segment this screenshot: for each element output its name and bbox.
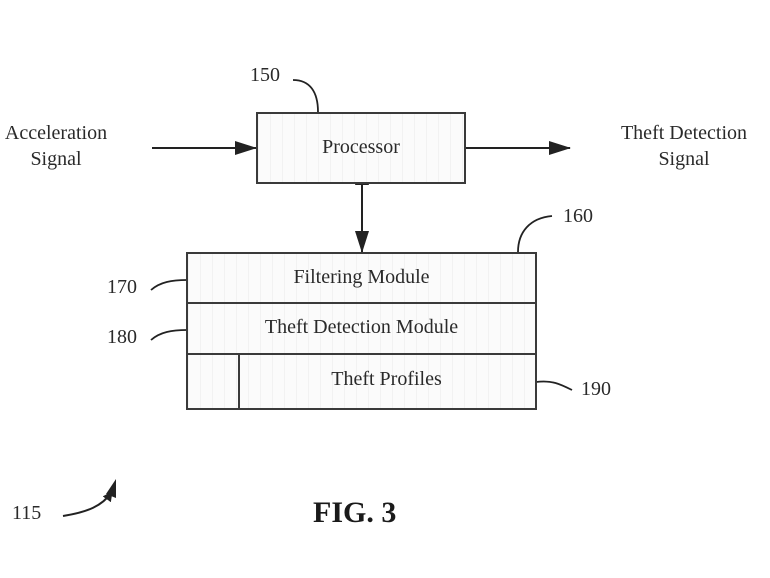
system-ref-arrow — [62, 491, 113, 517]
leader-150 — [292, 79, 319, 113]
ref-170: 170 — [107, 276, 137, 298]
ref-160: 160 — [563, 205, 593, 227]
theft-detection-signal-label: Theft Detection Signal — [606, 120, 762, 172]
figure-label: FIG. 3 — [313, 496, 397, 529]
acceleration-signal-line1: Acceleration — [4, 122, 108, 144]
theft-detection-signal-line2: Signal — [658, 148, 710, 170]
theft-detection-module-box: Theft Detection Module — [186, 302, 537, 355]
theft-profiles-box: Theft Profiles — [186, 353, 537, 410]
ref-190: 190 — [581, 378, 611, 400]
acceleration-signal-label: Acceleration Signal — [0, 120, 126, 172]
processor-box: Processor — [256, 112, 466, 184]
memory-block: Filtering Module Theft Detection Module … — [186, 252, 537, 410]
leader-160 — [517, 215, 553, 253]
theft-detection-module-label: Theft Detection Module — [264, 316, 459, 338]
leader-180 — [150, 329, 188, 341]
theft-detection-signal-line1: Theft Detection — [620, 122, 748, 144]
ref-180: 180 — [107, 326, 137, 348]
theft-profiles-divider — [238, 355, 240, 408]
filtering-module-box: Filtering Module — [186, 252, 537, 304]
ref-115: 115 — [12, 502, 42, 524]
processor-label: Processor — [322, 136, 400, 158]
leader-170 — [150, 279, 188, 291]
acceleration-signal-line2: Signal — [30, 148, 82, 170]
leader-190 — [535, 380, 573, 391]
theft-profiles-label: Theft Profiles — [331, 368, 442, 390]
ref-150: 150 — [250, 64, 280, 86]
filtering-module-label: Filtering Module — [293, 266, 430, 288]
